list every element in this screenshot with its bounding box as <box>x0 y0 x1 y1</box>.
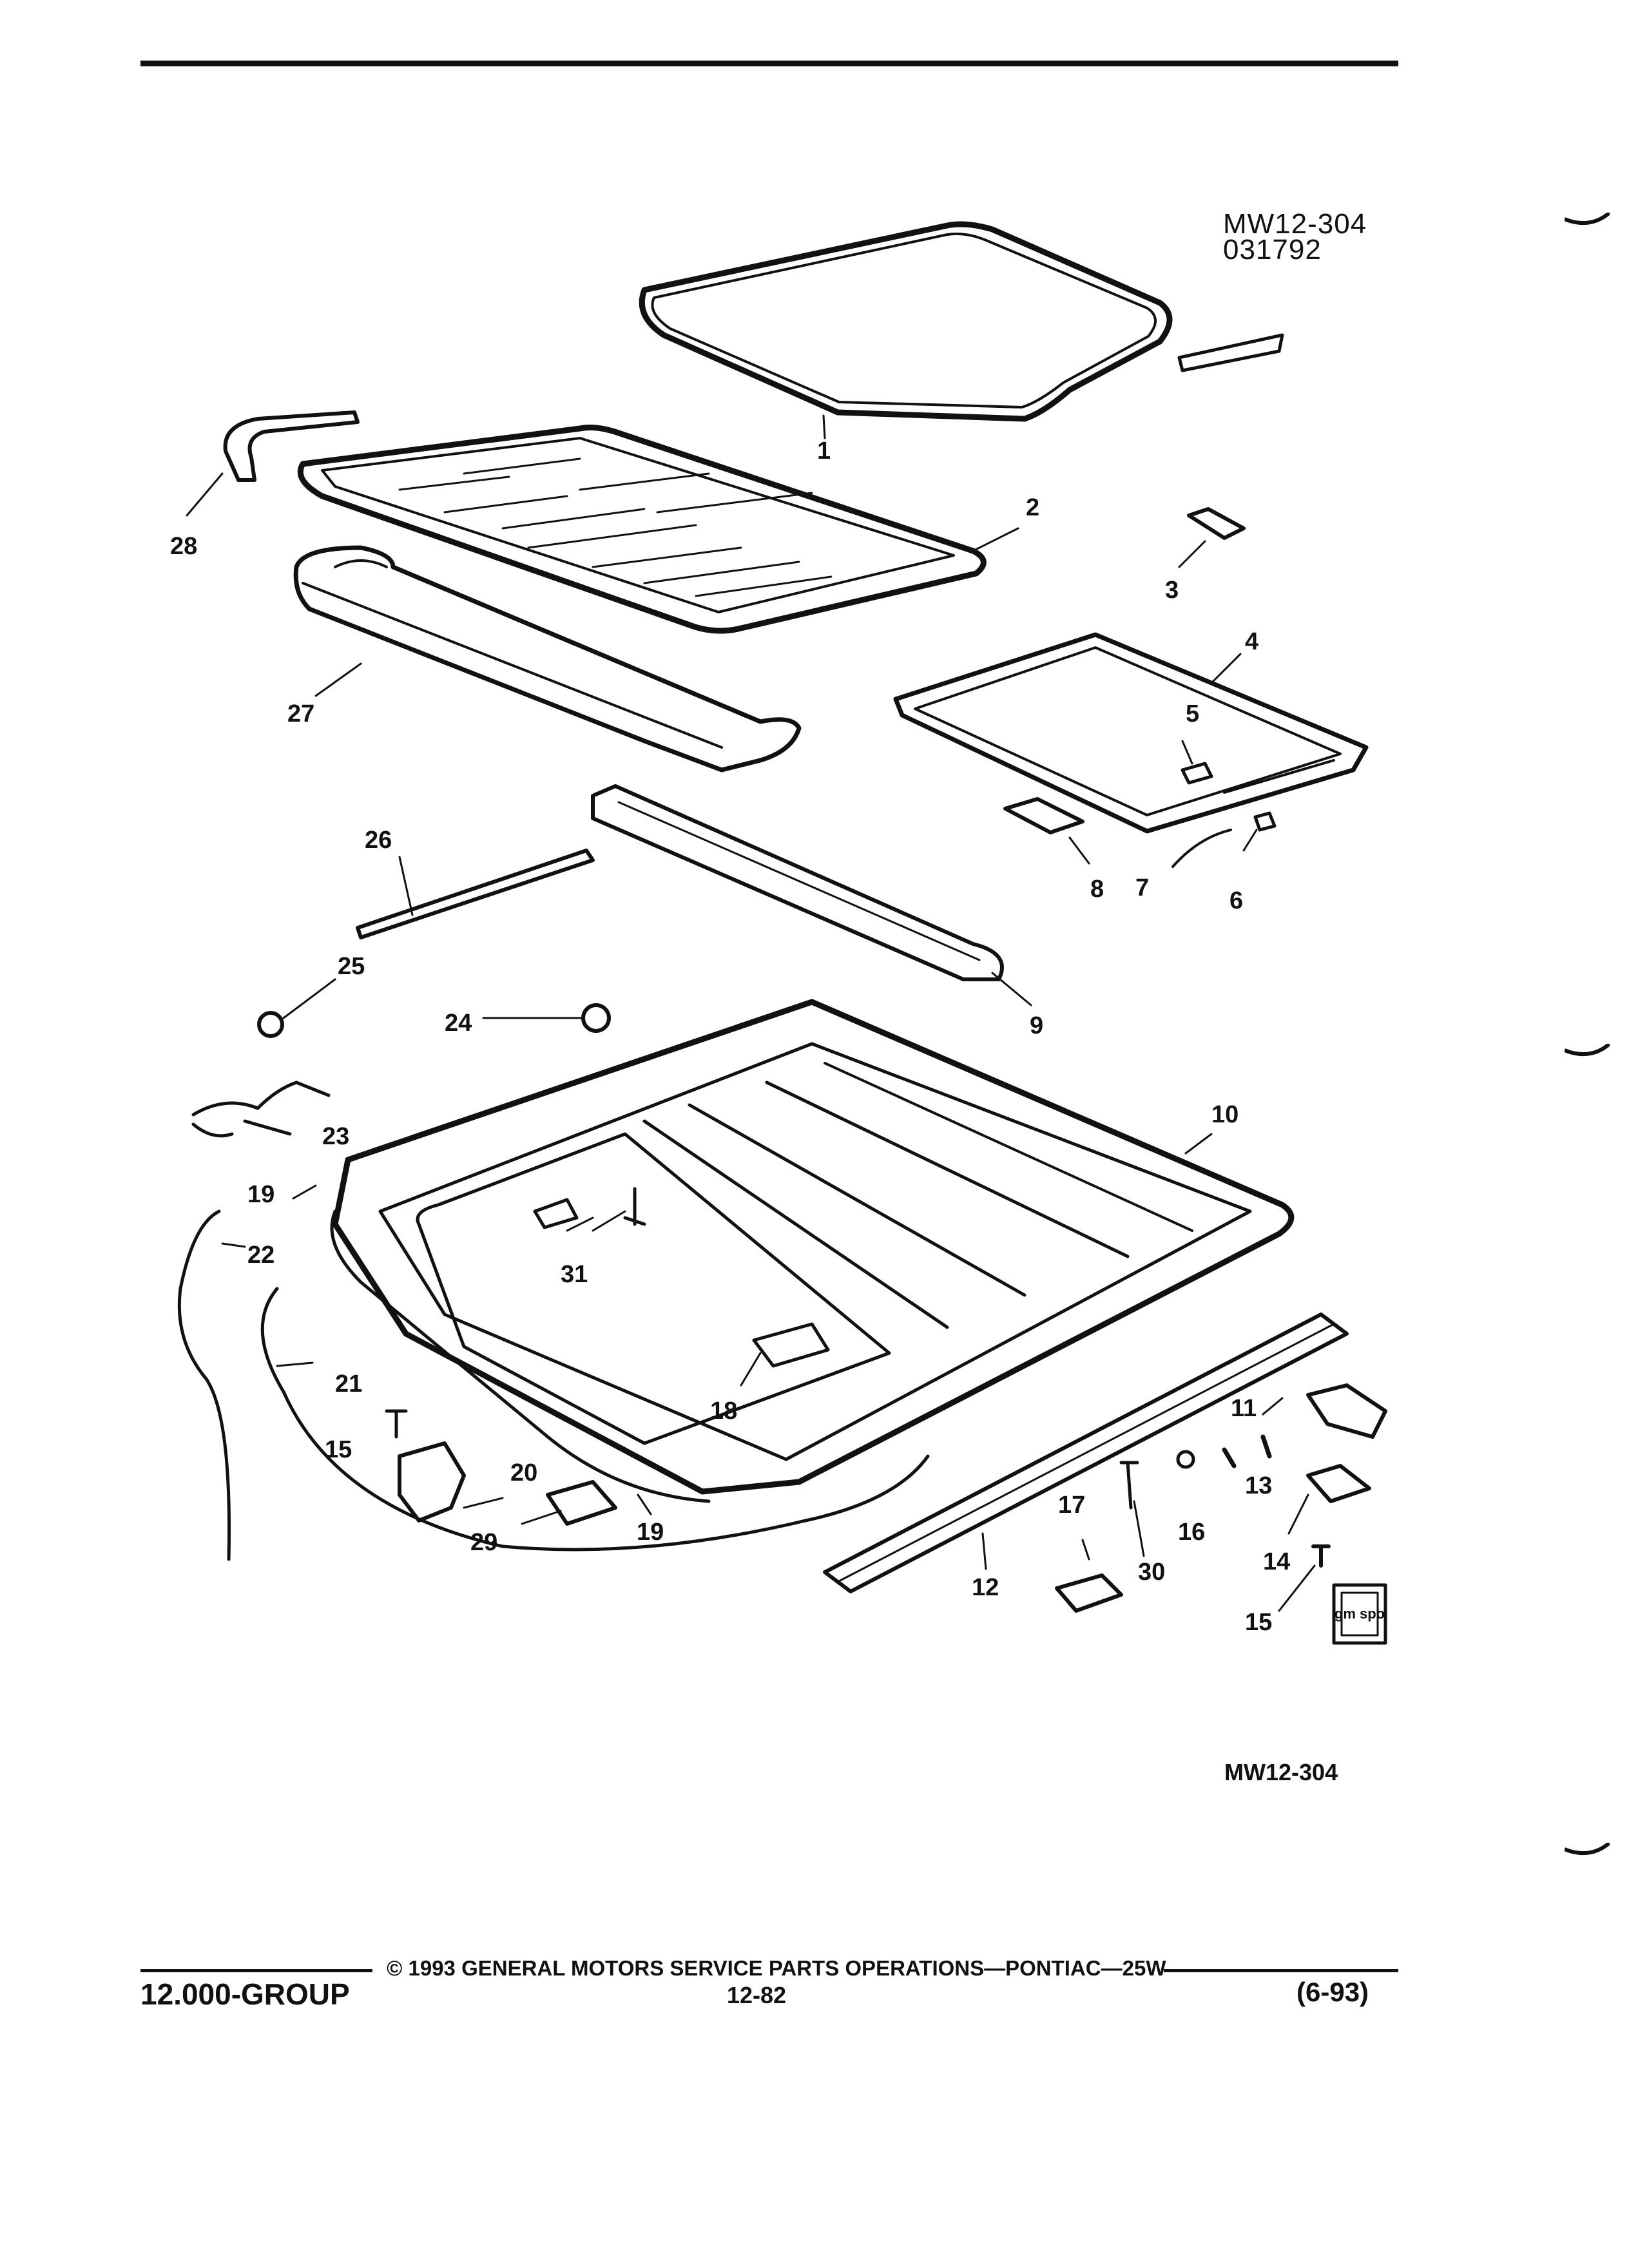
logo-text: gm spo <box>1335 1606 1385 1622</box>
copyright-text: © 1993 GENERAL MOTORS SERVICE PARTS OPER… <box>387 1956 1166 1980</box>
revision-date: (6-93) <box>1296 1977 1369 2007</box>
part-11-bolts <box>1222 1434 1272 1468</box>
callout-17: 17 <box>1058 1492 1085 1519</box>
callout-21: 21 <box>335 1370 362 1398</box>
callout-10: 10 <box>1211 1101 1239 1128</box>
part-28-seal-corner <box>223 410 360 482</box>
part-8-handle <box>1003 797 1084 834</box>
callout-19-top: 19 <box>247 1181 275 1208</box>
callout-9: 9 <box>1030 1012 1043 1039</box>
binding-mark <box>1565 213 1610 225</box>
part-4-frame <box>893 632 1369 834</box>
footer-rule-left <box>140 1969 372 1972</box>
part-15-screw <box>385 1409 408 1439</box>
header-rule <box>140 61 1398 66</box>
footer-rule-right <box>1164 1969 1398 1972</box>
part-5-bracket <box>1181 762 1213 785</box>
part-6-clip <box>1253 811 1277 832</box>
figure-id: MW12-304 <box>1224 1759 1338 1785</box>
binding-mark <box>1565 1044 1610 1056</box>
callout-18: 18 <box>710 1398 737 1425</box>
callout-24: 24 <box>445 1010 472 1037</box>
callout-30: 30 <box>1138 1559 1165 1586</box>
part-19-cable <box>330 1209 711 1503</box>
part-3-clip <box>1187 507 1246 540</box>
part-16-nut <box>1176 1450 1195 1469</box>
part-20-motor <box>398 1441 466 1523</box>
ref-code-line1: MW12-304 <box>1223 208 1367 240</box>
callout-8: 8 <box>1090 876 1104 903</box>
footer-rule-row: © 1993 GENERAL MOTORS SERVICE PARTS OPER… <box>140 1956 1398 1982</box>
part-15-screw-rear <box>1311 1544 1331 1568</box>
part-17-switch <box>1055 1573 1123 1613</box>
callout-29: 29 <box>470 1529 497 1556</box>
group-label: 12.000-GROUP <box>140 1977 350 2011</box>
callout-15-front: 15 <box>325 1436 352 1463</box>
drawing-reference-code: MW12-304 031792 <box>1223 208 1367 265</box>
part-27-deflector <box>293 545 802 773</box>
callout-2: 2 <box>1026 494 1039 521</box>
part-10-housing <box>332 999 1295 1495</box>
part-2-glass-panel <box>297 425 987 634</box>
part-31-bracket <box>533 1198 579 1229</box>
callout-4: 4 <box>1245 628 1258 655</box>
part-22-cable <box>177 1209 231 1561</box>
part-18-latch <box>752 1322 830 1368</box>
part-29-module <box>546 1480 617 1526</box>
ref-code-line2: 031792 <box>1223 234 1322 265</box>
part-26-trim-strip <box>356 849 595 939</box>
callout-6: 6 <box>1229 887 1243 914</box>
callout-26: 26 <box>365 827 392 854</box>
callout-3: 3 <box>1165 577 1179 604</box>
callout-23: 23 <box>322 1123 349 1150</box>
part-31-screw <box>623 1187 646 1226</box>
part-30-stud <box>1119 1461 1139 1510</box>
callout-11: 11 <box>1231 1395 1257 1422</box>
callout-16: 16 <box>1178 1519 1205 1546</box>
part-1-weatherstrip <box>639 221 1284 422</box>
callout-12: 12 <box>972 1574 999 1601</box>
callout-19-bottom: 19 <box>637 1519 664 1546</box>
callout-13: 13 <box>1245 1472 1272 1499</box>
part-9-rail <box>591 784 1004 981</box>
callout-31: 31 <box>561 1261 588 1288</box>
callout-5: 5 <box>1186 700 1199 727</box>
part-14-bracket <box>1306 1464 1371 1503</box>
part-24-nut <box>581 1003 611 1033</box>
gm-spo-logo: gm spo <box>1332 1583 1387 1645</box>
callout-7: 7 <box>1135 874 1149 901</box>
part-21-harness <box>260 1287 930 1552</box>
binding-mark <box>1565 1843 1610 1855</box>
part-7-spring <box>1171 829 1232 868</box>
callout-28: 28 <box>170 533 197 560</box>
part-13-bracket <box>1306 1383 1387 1439</box>
callout-22: 22 <box>247 1242 275 1269</box>
page-number: 12-82 <box>727 1982 787 2008</box>
part-12-guide-rail <box>823 1312 1349 1593</box>
callout-25: 25 <box>338 953 365 980</box>
part-25-grommet <box>257 1011 284 1038</box>
callout-27: 27 <box>287 700 314 727</box>
callout-1: 1 <box>817 437 831 465</box>
callout-14: 14 <box>1263 1548 1290 1575</box>
part-23-harness <box>191 1081 331 1138</box>
callout-15-rear: 15 <box>1245 1609 1272 1636</box>
leader-lines <box>186 414 1316 1612</box>
callout-20: 20 <box>510 1459 537 1486</box>
